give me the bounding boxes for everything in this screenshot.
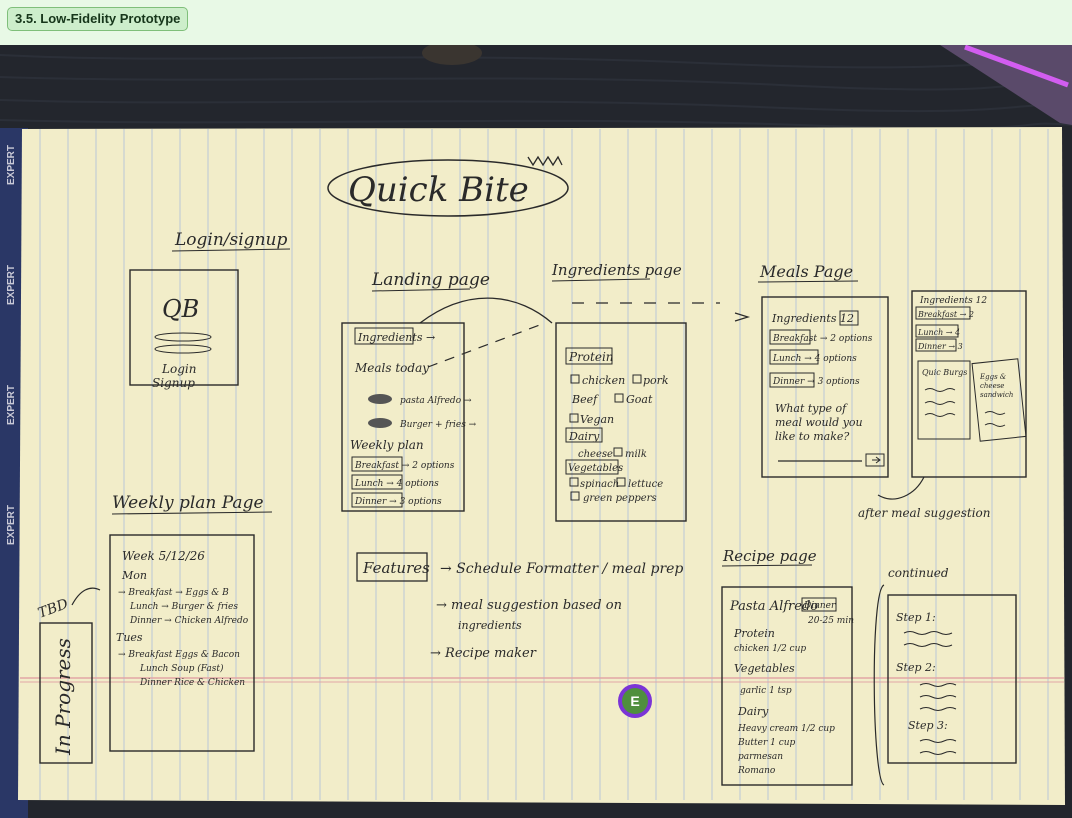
landing-burger: Burger + fries →	[399, 420, 477, 430]
ingredients-title: Ingredients page	[551, 261, 682, 279]
weekly-title: Weekly plan Page	[112, 493, 264, 513]
recipe-title: Recipe page	[722, 547, 817, 565]
weekly-tues: Tues	[116, 631, 143, 644]
weekly-line5: Lunch Soup (Fast)	[139, 663, 224, 674]
weekly-line3: Dinner → Chicken Alfredo	[129, 616, 249, 626]
recipe-name: Pasta Alfredo	[729, 599, 818, 614]
weekly-week: Week 5/12/26	[122, 549, 205, 563]
svg-text:EXPERT: EXPERT	[6, 265, 17, 305]
recipe-chicken: chicken 1/2 cup	[734, 644, 806, 654]
meals-question: What type of meal would you like to make…	[775, 402, 863, 443]
recipe-dairy: Dairy	[737, 705, 769, 718]
ing-vegetables: Vegetables	[568, 463, 623, 474]
svg-text:EXPERT: EXPERT	[6, 385, 17, 425]
suggest-ingredients: Ingredients 12	[919, 296, 987, 306]
login-logo: QB	[162, 295, 199, 323]
suggest-dinner: Dinner → 3	[917, 342, 963, 351]
ing-beef: Beef	[571, 393, 599, 406]
meals-breakfast: Breakfast → 2 options	[772, 334, 873, 344]
recipe-step3: Step 3:	[908, 719, 948, 732]
ing-cheese: cheese	[578, 449, 613, 460]
suggest-lunch: Lunch → 4	[917, 328, 960, 337]
recipe-step2: Step 2:	[896, 661, 936, 674]
prototype-photo: EXPERT EXPERT EXPERT EXPERT	[0, 45, 1072, 818]
meals-lunch: Lunch → 4 options	[772, 354, 857, 364]
suggest-breakfast: Breakfast → 2	[917, 310, 974, 319]
avatar-initial: E	[622, 688, 648, 714]
ing-vegan: Vegan	[580, 413, 614, 426]
section-header: 3.5. Low-Fidelity Prototype	[0, 0, 1072, 45]
ing-goat: Goat	[626, 393, 653, 406]
ing-milk: milk	[625, 449, 647, 460]
meals-title: Meals Page	[759, 262, 853, 281]
weekly-in-progress: In Progress	[51, 638, 75, 756]
weekly-mon: Mon	[121, 569, 147, 582]
weekly-line6: Dinner Rice & Chicken	[139, 678, 245, 688]
landing-title: Landing page	[371, 270, 490, 290]
features-label: Features	[362, 559, 430, 577]
weekly-line1: → Breakfast → Eggs & B	[118, 588, 229, 598]
feature-1: → Schedule Formatter / meal prep	[440, 561, 683, 577]
app-name: Quick Bite	[348, 170, 529, 210]
recipe-romano: Romano	[737, 766, 776, 776]
ing-pork: pork	[643, 374, 669, 387]
recipe-protein: Protein	[733, 627, 775, 640]
recipe-garlic: garlic 1 tsp	[740, 686, 792, 696]
suggest-card1: Quic Burgs	[922, 368, 967, 377]
meals-dinner: Dinner → 3 options	[772, 377, 860, 387]
recipe-step1: Step 1:	[896, 611, 936, 624]
landing-meals-today: Meals today	[354, 361, 429, 375]
weekly-line2: Lunch → Burger & fries	[129, 602, 238, 612]
landing-weekly-plan: Weekly plan	[350, 438, 424, 452]
weekly-line4: → Breakfast Eggs & Bacon	[118, 650, 240, 660]
ing-lettuce: lettuce	[628, 479, 663, 490]
section-tag: 3.5. Low-Fidelity Prototype	[7, 7, 189, 31]
ing-protein: Protein	[568, 350, 614, 364]
svg-text:EXPERT: EXPERT	[6, 145, 17, 185]
login-title: Login/signup	[174, 230, 287, 250]
meals-ingredients: Ingredients 12	[771, 312, 854, 325]
feature-3: → Recipe maker	[430, 646, 537, 661]
suggest-caption: after meal suggestion	[858, 506, 990, 520]
ing-spinach: spinach	[580, 479, 619, 490]
ing-chicken: chicken	[582, 374, 625, 387]
landing-pasta: pasta Alfredo →	[400, 396, 472, 406]
recipe-veg: Vegetables	[734, 662, 795, 675]
recipe-continued: continued	[888, 566, 949, 580]
recipe-time: 20-25 min	[807, 616, 854, 626]
suggest-card2: Eggs & cheese sandwich	[980, 373, 1014, 399]
recipe-tag: Dinner	[803, 601, 836, 611]
recipe-parmesan: parmesan	[738, 752, 783, 762]
signup-label: Signup	[152, 376, 195, 390]
landing-lunch: Lunch → 4 options	[354, 479, 439, 489]
sketch-photo: EXPERT EXPERT EXPERT EXPERT	[0, 45, 1072, 818]
landing-ingredients: Ingredients →	[357, 331, 435, 344]
ing-dairy: Dairy	[568, 430, 600, 443]
svg-text:EXPERT: EXPERT	[6, 505, 17, 545]
feature-2b: ingredients	[458, 619, 522, 632]
recipe-butter: Butter 1 cup	[737, 738, 796, 748]
landing-dinner: Dinner → 3 options	[354, 497, 442, 507]
recipe-cream: Heavy cream 1/2 cup	[737, 724, 835, 734]
ing-peppers: green peppers	[583, 493, 657, 504]
landing-breakfast: Breakfast → 2 options	[354, 461, 455, 471]
login-label: Login	[161, 362, 196, 376]
feature-2: → meal suggestion based on	[436, 598, 622, 613]
collaborator-avatar[interactable]: E	[618, 684, 652, 718]
